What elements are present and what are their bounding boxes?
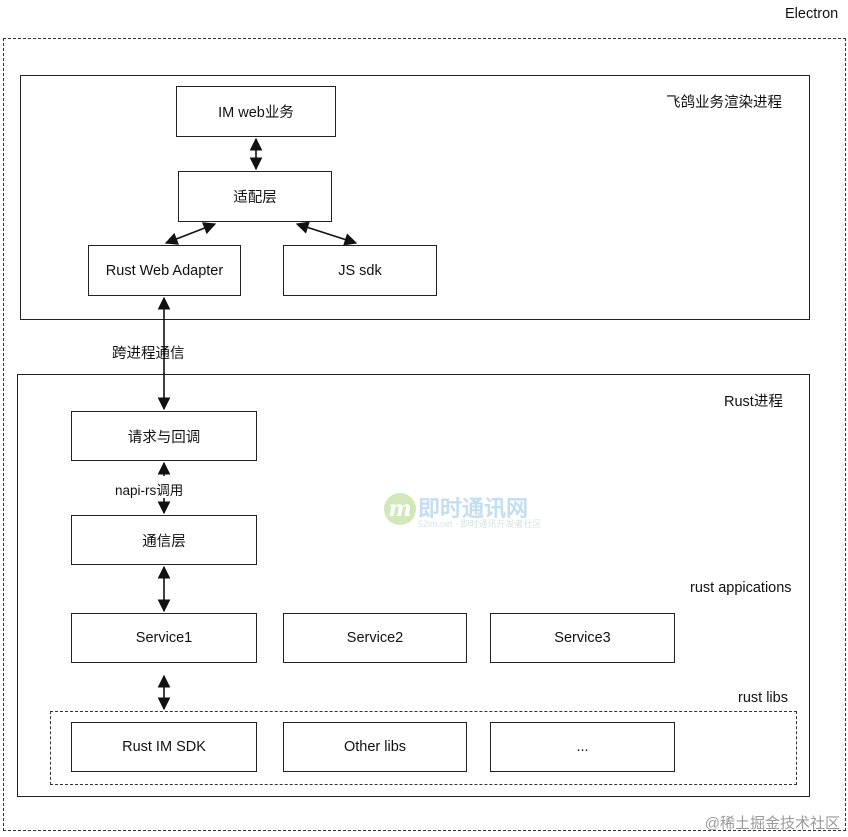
watermark-logo-icon: m	[384, 493, 416, 525]
watermark-subtitle: 52im.net · 即时通讯开发者社区	[418, 519, 542, 529]
rust-web-adapter-label: Rust Web Adapter	[105, 262, 224, 279]
other-libs-label: Other libs	[343, 739, 407, 755]
service1-label: Service1	[135, 630, 193, 646]
rust-im-sdk-box: Rust IM SDK	[71, 722, 257, 772]
renderer-process-label: 飞鸽业务渲染进程	[666, 95, 782, 111]
ellipsis-libs-label: ...	[576, 739, 589, 755]
adapter-layer-label: 适配层	[233, 190, 277, 206]
rust-web-adapter-box: Rust Web Adapter	[88, 245, 241, 296]
ellipsis-libs-box: ...	[490, 722, 675, 772]
js-sdk-box: JS sdk	[283, 245, 437, 296]
request-callback-label: 请求与回调	[127, 429, 201, 446]
service3-box: Service3	[490, 613, 675, 663]
service1-box: Service1	[71, 613, 257, 663]
applications-label: rust appications	[690, 580, 792, 596]
service2-label: Service2	[346, 630, 404, 646]
electron-label: Electron	[785, 6, 839, 22]
comm-layer-box: 通信层	[71, 515, 257, 565]
rust-im-sdk-label: Rust IM SDK	[122, 739, 206, 755]
comm-layer-label: 通信层	[142, 533, 186, 550]
watermark-title: 即时通讯网	[418, 496, 529, 521]
im-web-label: IM web业务	[218, 105, 294, 121]
electron-container	[3, 38, 846, 831]
js-sdk-label: JS sdk	[338, 262, 382, 279]
rust-process-label: Rust进程	[724, 394, 783, 410]
other-libs-box: Other libs	[283, 722, 467, 772]
service2-box: Service2	[283, 613, 467, 663]
adapter-layer-box: 适配层	[178, 171, 332, 222]
service3-label: Service3	[554, 630, 611, 646]
im-web-box: IM web业务	[176, 86, 336, 137]
request-callback-box: 请求与回调	[71, 411, 257, 461]
renderer-process-region	[20, 75, 810, 320]
libs-label: rust libs	[738, 690, 788, 706]
napi-label: napi-rs调用	[115, 483, 184, 498]
center-watermark: m 即时通讯网 52im.net · 即时通讯开发者社区	[384, 489, 560, 535]
rust-process-region	[17, 374, 810, 797]
corner-watermark: @稀土掘金技术社区	[704, 815, 840, 832]
ipc-label: 跨进程通信	[112, 346, 185, 362]
rust-libs-group	[50, 711, 797, 785]
